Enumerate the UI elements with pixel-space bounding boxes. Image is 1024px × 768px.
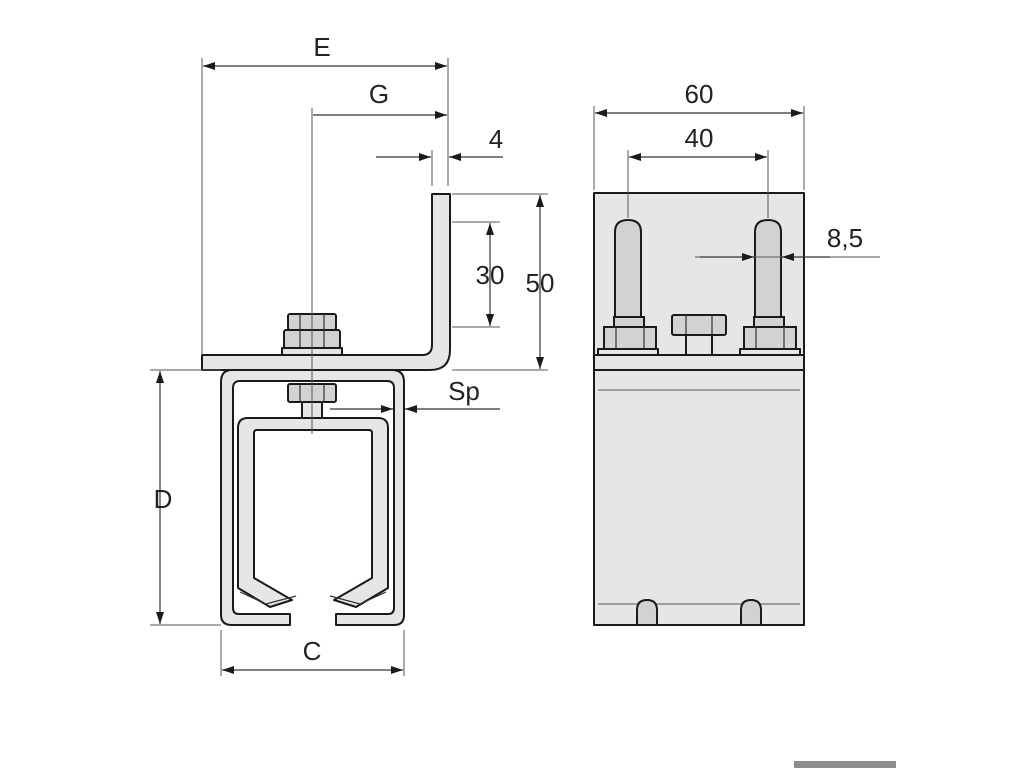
side-view: E G 4 30 50 Sp D C: [150, 32, 554, 676]
label-40: 40: [685, 123, 714, 153]
slot-nut-left-top: [613, 316, 645, 328]
label-50: 50: [526, 268, 555, 298]
label-8-5: 8,5: [827, 223, 863, 253]
slot-nut-left: [603, 326, 657, 350]
carriage-lip-left: [239, 591, 297, 605]
angle-bracket: [201, 193, 451, 371]
front-plate-lower: [593, 354, 805, 626]
front-view: 60 40 8,5: [593, 79, 880, 626]
carriage-lip-right: [329, 591, 387, 605]
label-d: D: [154, 484, 173, 514]
center-nut: [671, 314, 727, 336]
notch-right: [740, 598, 762, 626]
slot-nut-right: [743, 326, 797, 350]
center-bolt: [685, 334, 713, 356]
slot-nut-right-top: [753, 316, 785, 328]
slot-right: [754, 218, 782, 319]
footer-bar: [794, 761, 896, 768]
track-outer: [220, 369, 405, 626]
label-60: 60: [685, 79, 714, 109]
label-30: 30: [476, 260, 505, 290]
label-4: 4: [489, 124, 503, 154]
carriage-inner: [237, 417, 389, 608]
label-c: C: [303, 636, 322, 666]
label-e: E: [313, 32, 330, 62]
notch-left: [636, 598, 658, 626]
label-sp: Sp: [448, 376, 480, 406]
slot-left: [614, 218, 642, 319]
label-g: G: [369, 79, 389, 109]
